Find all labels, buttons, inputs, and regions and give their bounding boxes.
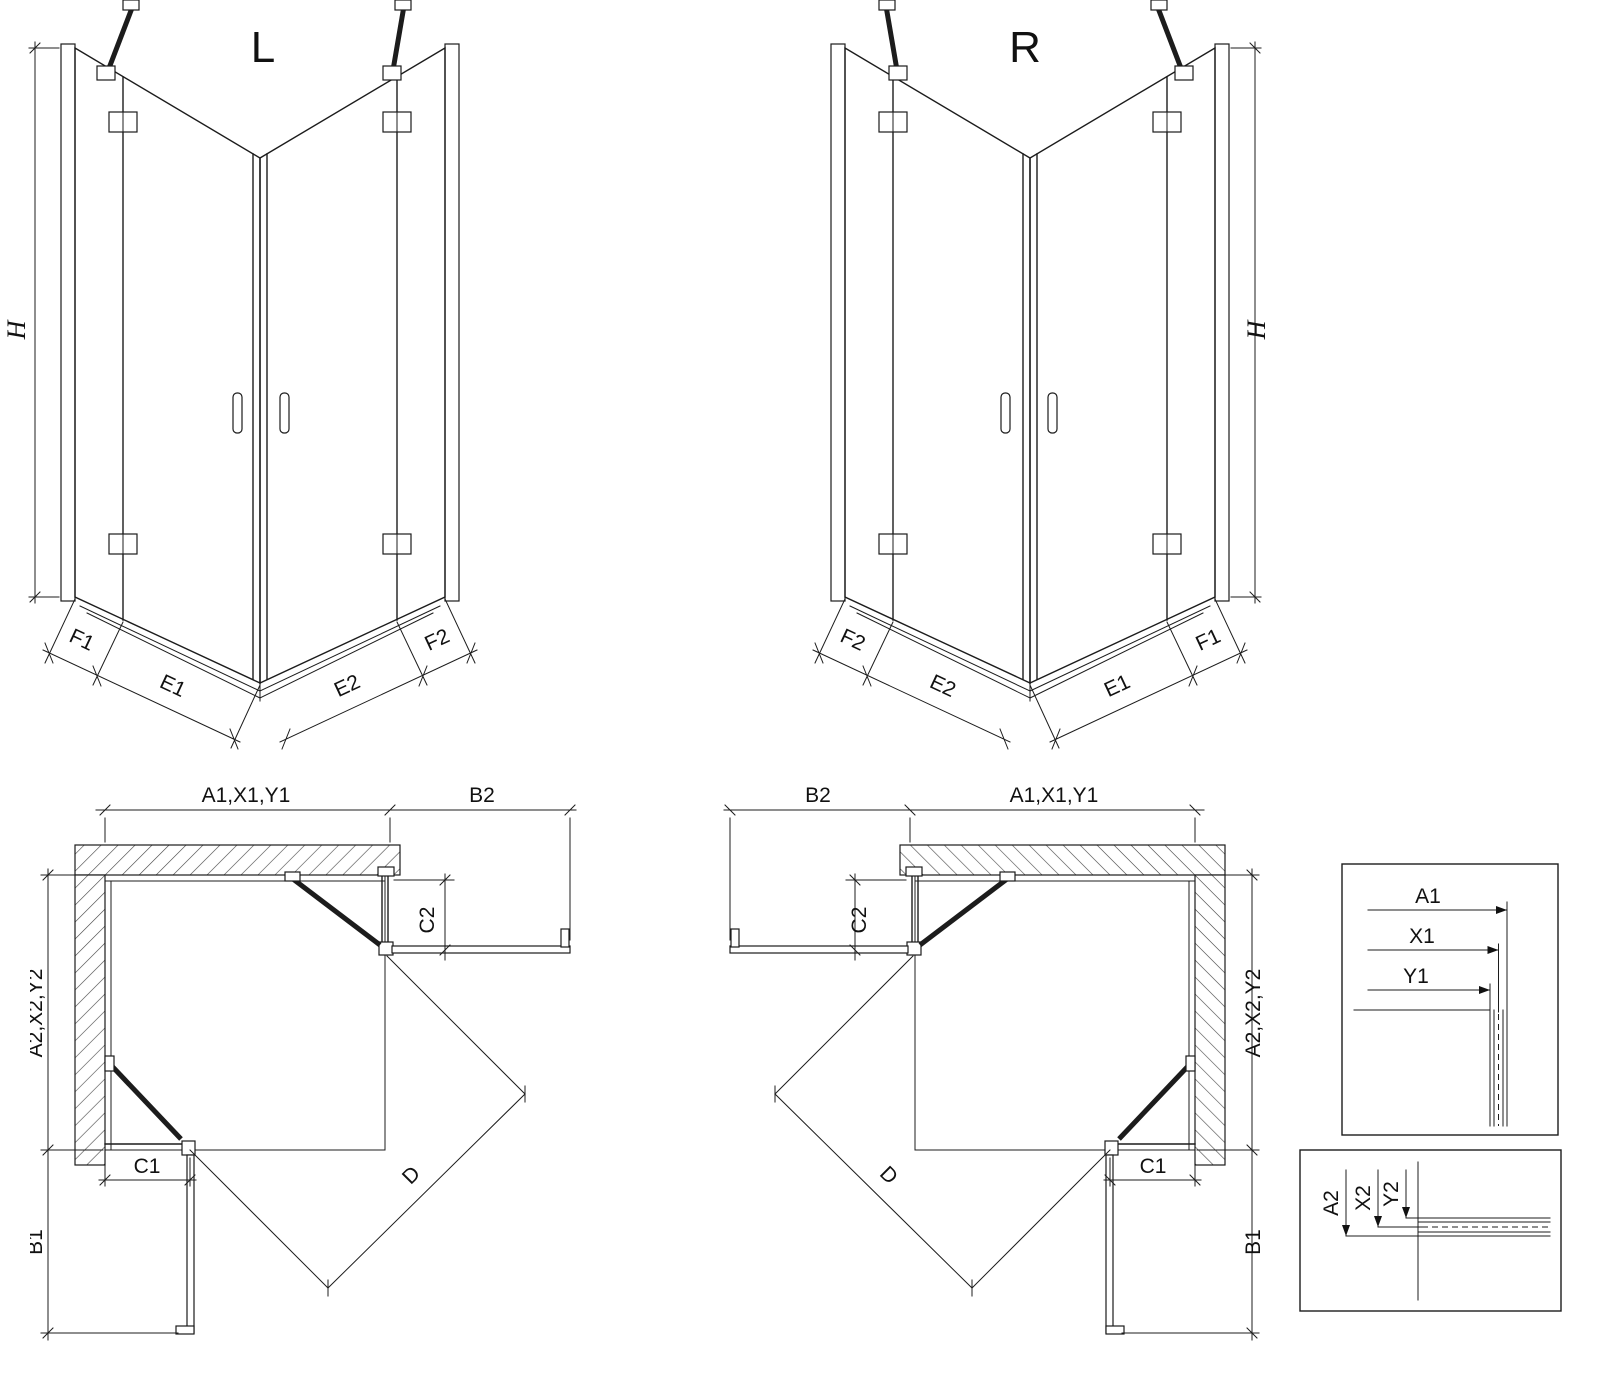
plan-artwork-mirrored xyxy=(724,805,1259,1340)
support-arm-wall xyxy=(104,1055,183,1141)
fixed-segment-side-dim-label: C2 xyxy=(416,907,439,934)
fixed-segment-bottom-dim-label: C1 xyxy=(1140,1155,1167,1178)
door-swing-bottom-dim-label: B1 xyxy=(1242,1229,1265,1255)
tray-profile xyxy=(79,605,441,702)
width-dim-label: A1,X1,Y1 xyxy=(202,784,291,807)
fixed-right-dim-label: F2 xyxy=(421,625,453,656)
profile-cross-section xyxy=(1417,1217,1551,1237)
doors-open-45 xyxy=(189,955,526,1289)
plan-artwork xyxy=(40,804,577,1341)
door-left-dim-label: E1 xyxy=(156,670,189,702)
a1-label: A1 xyxy=(1415,885,1441,908)
iso-view-right: R H F2 E2 E1 F1 xyxy=(725,0,1271,760)
iso-right-title: R xyxy=(1009,23,1041,72)
iso-artwork xyxy=(28,0,478,750)
tray-outline xyxy=(104,874,386,1151)
profile-cross-section xyxy=(1489,1009,1508,1127)
dim-a2: A2 xyxy=(1320,1169,1419,1237)
iso-left-title: L xyxy=(251,23,275,72)
wall-profiles xyxy=(60,43,460,602)
walls-hatched xyxy=(74,844,401,1166)
diagonal-dim-label: D xyxy=(875,1162,902,1189)
x2-label: X2 xyxy=(1352,1185,1375,1211)
dimension-lines xyxy=(28,41,478,750)
fixed-left-dim-label: F2 xyxy=(837,625,869,656)
plan-view-right: A1,X1,Y1 B2 C2 A2,X2,Y2 B1 C1 D xyxy=(630,784,1265,1373)
door-swing-bottom-dim-label: B1 xyxy=(30,1229,47,1255)
dim-x1: X1 xyxy=(1367,925,1499,1013)
height-dim-label: H xyxy=(1242,319,1271,340)
door-left-dim-label: E2 xyxy=(926,670,959,702)
a2-label: A2 xyxy=(1320,1190,1343,1216)
detail-depth-view: A2 X2 Y2 xyxy=(1299,1149,1562,1312)
dim-x2: X2 xyxy=(1352,1169,1423,1228)
glass-panels xyxy=(74,46,446,685)
fixed-segment-side-dim-label: C2 xyxy=(848,907,871,934)
depth-dim-label: A2,X2,Y2 xyxy=(30,969,47,1058)
door-handles xyxy=(232,392,290,434)
door-right-dim-label: E2 xyxy=(331,670,364,702)
door-swing-top-dim-label: B2 xyxy=(805,784,831,807)
support-arm-top xyxy=(284,871,382,947)
height-dim-label: H xyxy=(5,319,31,340)
dim-a1: A1 xyxy=(1367,885,1508,1011)
fixed-left-dim-label: F1 xyxy=(66,625,98,656)
fixed-panel-side xyxy=(377,866,395,956)
detail-border xyxy=(1341,863,1559,1136)
depth-dim-label: A2,X2,Y2 xyxy=(1242,969,1265,1058)
dimension-lines xyxy=(40,804,577,1341)
fixed-panel-bottom xyxy=(104,1140,196,1156)
fixed-segment-bottom-dim-label: C1 xyxy=(134,1155,161,1178)
plan-view-left: A1,X1,Y1 B2 C2 A2,X2,Y2 B1 C1 D xyxy=(30,784,577,1341)
door-right-dim-label: E1 xyxy=(1101,670,1134,702)
detail-border xyxy=(1299,1149,1562,1312)
door-swing-top-dim-label: B2 xyxy=(469,784,495,807)
x1-label: X1 xyxy=(1409,925,1435,948)
width-dim-label: A1,X1,Y1 xyxy=(1010,784,1099,807)
diagonal-clearance-line xyxy=(327,1085,526,1297)
y2-label: Y2 xyxy=(1380,1181,1403,1207)
wall-mount-arms xyxy=(96,0,412,81)
diagonal-dim-label: D xyxy=(398,1162,425,1189)
dim-y1: Y1 xyxy=(1367,965,1491,1011)
fixed-right-dim-label: F1 xyxy=(1192,625,1224,656)
door-open-90-side xyxy=(391,928,571,954)
door-open-90-bottom xyxy=(175,1154,195,1335)
iso-view-left: L H F1 E1 E2 F2 xyxy=(5,0,478,750)
y1-label: Y1 xyxy=(1403,965,1429,988)
hinges xyxy=(108,111,412,555)
dim-y2: Y2 xyxy=(1380,1169,1419,1219)
detail-width-view: A1 X1 Y1 xyxy=(1341,863,1559,1136)
